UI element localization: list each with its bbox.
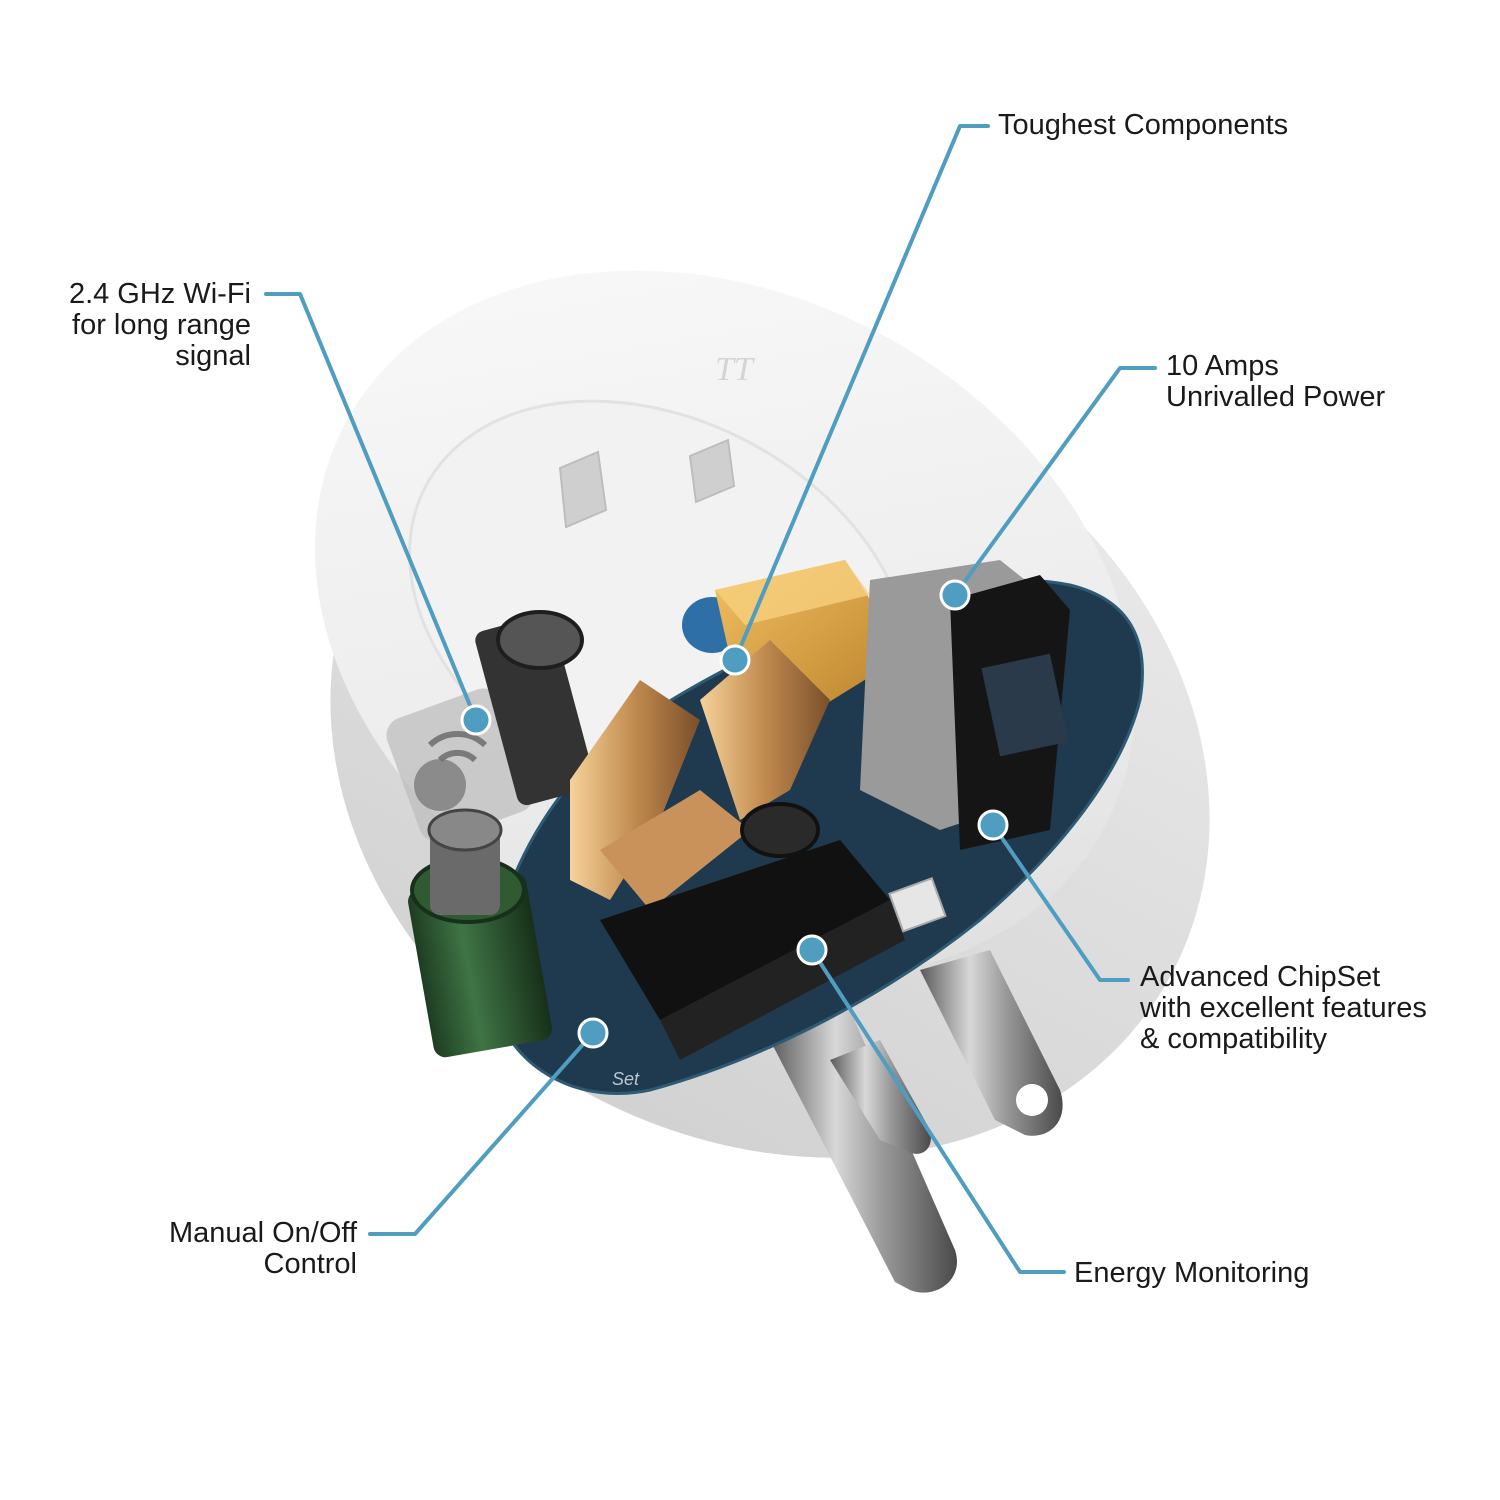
leader-dot-icon xyxy=(939,579,971,611)
black-capacitor xyxy=(475,610,595,806)
flat-prongs xyxy=(830,950,1063,1154)
callout-amps: 10 Amps Unrivalled Power xyxy=(1166,351,1385,413)
copper-terminals xyxy=(570,640,830,910)
leader-line-chipset xyxy=(991,823,1130,982)
callout-wifi-line-1: 2.4 GHz Wi-Fi xyxy=(68,278,251,310)
leader-line-wifi xyxy=(264,292,478,722)
callout-manual-line-1: Manual On/Off xyxy=(168,1217,357,1249)
leader-dot-icon xyxy=(577,1017,609,1049)
logo-icon: TT xyxy=(715,351,755,388)
connector xyxy=(888,877,947,933)
callout-chipset: Advanced ChipSet with excellent features… xyxy=(1140,962,1427,1055)
leader-lines xyxy=(264,124,1157,1274)
callout-chipset-line-3: & compatibility xyxy=(1140,1023,1327,1055)
leader-line-energy xyxy=(810,948,1066,1274)
wifi-module xyxy=(386,688,534,842)
callout-energy-line-1: Energy Monitoring xyxy=(1074,1257,1310,1289)
callout-components: Toughest Components xyxy=(998,110,1288,141)
leader-line-amps xyxy=(953,366,1157,597)
leader-dots xyxy=(460,579,1009,1049)
callout-amps-line-1: 10 Amps xyxy=(1166,350,1279,382)
leader-line-manual xyxy=(368,1031,595,1236)
leader-dot-icon xyxy=(796,934,828,966)
callout-components-line-1: Toughest Components xyxy=(998,109,1289,141)
wifi-icon xyxy=(427,731,488,763)
callout-manual-line-2: Control xyxy=(263,1248,358,1280)
leader-dot-icon xyxy=(460,704,492,736)
leader-dot-icon xyxy=(977,809,1009,841)
outlet-face: TT xyxy=(558,351,755,529)
callout-energy: Energy Monitoring xyxy=(1074,1258,1309,1289)
callout-chipset-line-2: with excellent features xyxy=(1140,992,1427,1024)
callout-wifi-line-2: for long range xyxy=(72,309,251,341)
leader-dot-icon xyxy=(719,644,751,676)
leader-line-components xyxy=(733,124,990,662)
set-marking: Set xyxy=(612,1069,640,1089)
callout-wifi: 2.4 GHz Wi-Fi for long range signal xyxy=(69,279,251,372)
ground-prong xyxy=(770,1010,957,1293)
terminal-cylinder xyxy=(740,802,820,858)
callout-manual: Manual On/Off Control xyxy=(169,1218,357,1280)
chipset-block xyxy=(860,560,1070,850)
callout-wifi-line-3: signal xyxy=(175,340,251,372)
callout-chipset-line-1: Advanced ChipSet xyxy=(1140,961,1381,993)
small-capacitor xyxy=(427,808,503,915)
black-relay xyxy=(600,840,905,1060)
callout-amps-line-2: Unrivalled Power xyxy=(1166,381,1386,413)
